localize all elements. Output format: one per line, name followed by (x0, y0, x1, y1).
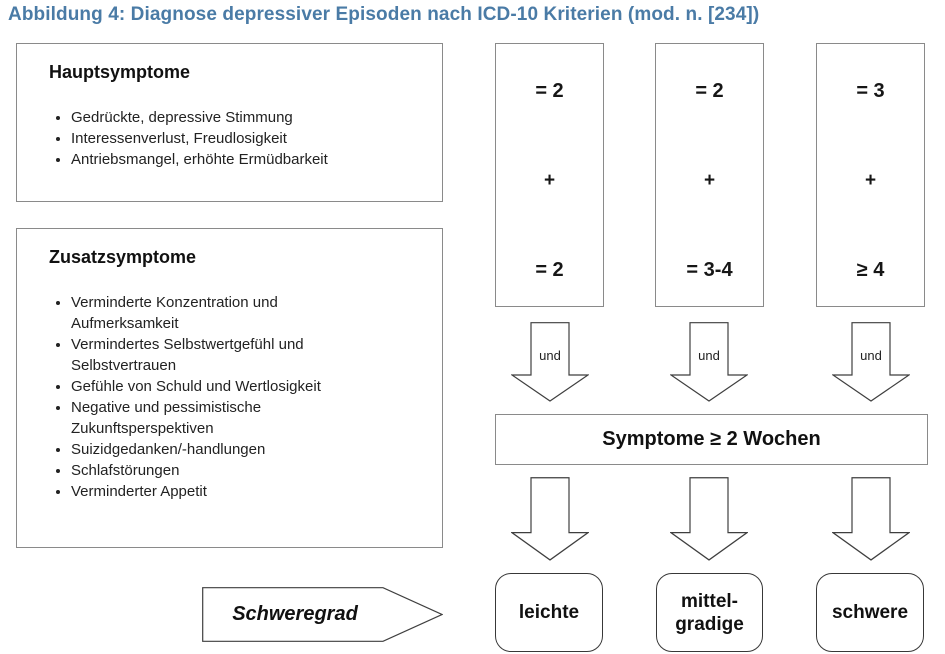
right-pointer-icon (202, 587, 443, 642)
und-label: und (539, 348, 561, 363)
main-symptom-count: = 2 (695, 80, 724, 102)
severity-arrow-3 (832, 477, 910, 561)
hauptsymptome-heading: Hauptsymptome (49, 62, 191, 82)
down-arrow-icon (832, 322, 910, 402)
und-arrow-1: und (511, 322, 589, 402)
severity-arrow-2 (670, 477, 748, 561)
severity-pointer-label: Schweregrad (232, 603, 358, 625)
hauptsymptome-list: Gedrückte, depressive Stimmung Interesse… (17, 107, 442, 170)
list-item: Schlafstörungen (71, 460, 428, 481)
criteria-column-2: = 2 + = 3-4 (655, 43, 764, 307)
list-item: Antriebsmangel, erhöhte Ermüdbarkeit (71, 149, 428, 170)
list-item: Suizidgedanken/-handlungen (71, 439, 428, 460)
severity-pointer: Schweregrad (202, 587, 443, 642)
down-arrow-icon (670, 477, 748, 561)
list-item: Interessenverlust, Freudlosigkeit (71, 128, 428, 149)
plus-sign: + (864, 170, 877, 191)
severity-level-schwere: schwere (816, 573, 924, 652)
und-label: und (698, 348, 720, 363)
zusatzsymptome-box: Zusatzsymptome Verminderte Konzentration… (16, 228, 443, 548)
down-arrow-icon (511, 477, 589, 561)
severity-level-leichte: leichte (495, 573, 603, 652)
down-arrow-icon (511, 322, 589, 402)
zusatzsymptome-list: Verminderte Konzentration und Aufmerksam… (17, 292, 442, 502)
main-symptom-count: = 3 (856, 80, 885, 102)
down-arrow-icon (832, 477, 910, 561)
main-symptom-count: = 2 (535, 80, 564, 102)
list-item: Verminderter Appetit (71, 481, 428, 502)
plus-sign: + (703, 170, 716, 191)
list-item: Negative und pessimistische Zukunftspers… (71, 397, 428, 439)
severity-level-mittelgradige: mittel- gradige (656, 573, 763, 652)
list-item: Verminderte Konzentration und Aufmerksam… (71, 292, 428, 334)
und-label: und (860, 348, 882, 363)
und-arrow-3: und (832, 322, 910, 402)
criteria-column-3: = 3 + ≥ 4 (816, 43, 925, 307)
figure-title: Abbildung 4: Diagnose depressiver Episod… (8, 4, 760, 25)
list-item: Gedrückte, depressive Stimmung (71, 107, 428, 128)
list-item: Gefühle von Schuld und Wertlosigkeit (71, 376, 428, 397)
plus-sign: + (543, 170, 556, 191)
additional-symptom-count: = 3-4 (686, 259, 733, 281)
zusatzsymptome-heading: Zusatzsymptome (49, 247, 197, 267)
duration-box: Symptome ≥ 2 Wochen (495, 414, 928, 465)
criteria-column-1: = 2 + = 2 (495, 43, 604, 307)
additional-symptom-count: = 2 (535, 259, 564, 281)
severity-arrow-1 (511, 477, 589, 561)
list-item: Vermindertes Selbstwertgefühl und Selbst… (71, 334, 428, 376)
down-arrow-icon (670, 322, 748, 402)
und-arrow-2: und (670, 322, 748, 402)
additional-symptom-count: ≥ 4 (856, 259, 885, 281)
hauptsymptome-box: Hauptsymptome Gedrückte, depressive Stim… (16, 43, 443, 202)
